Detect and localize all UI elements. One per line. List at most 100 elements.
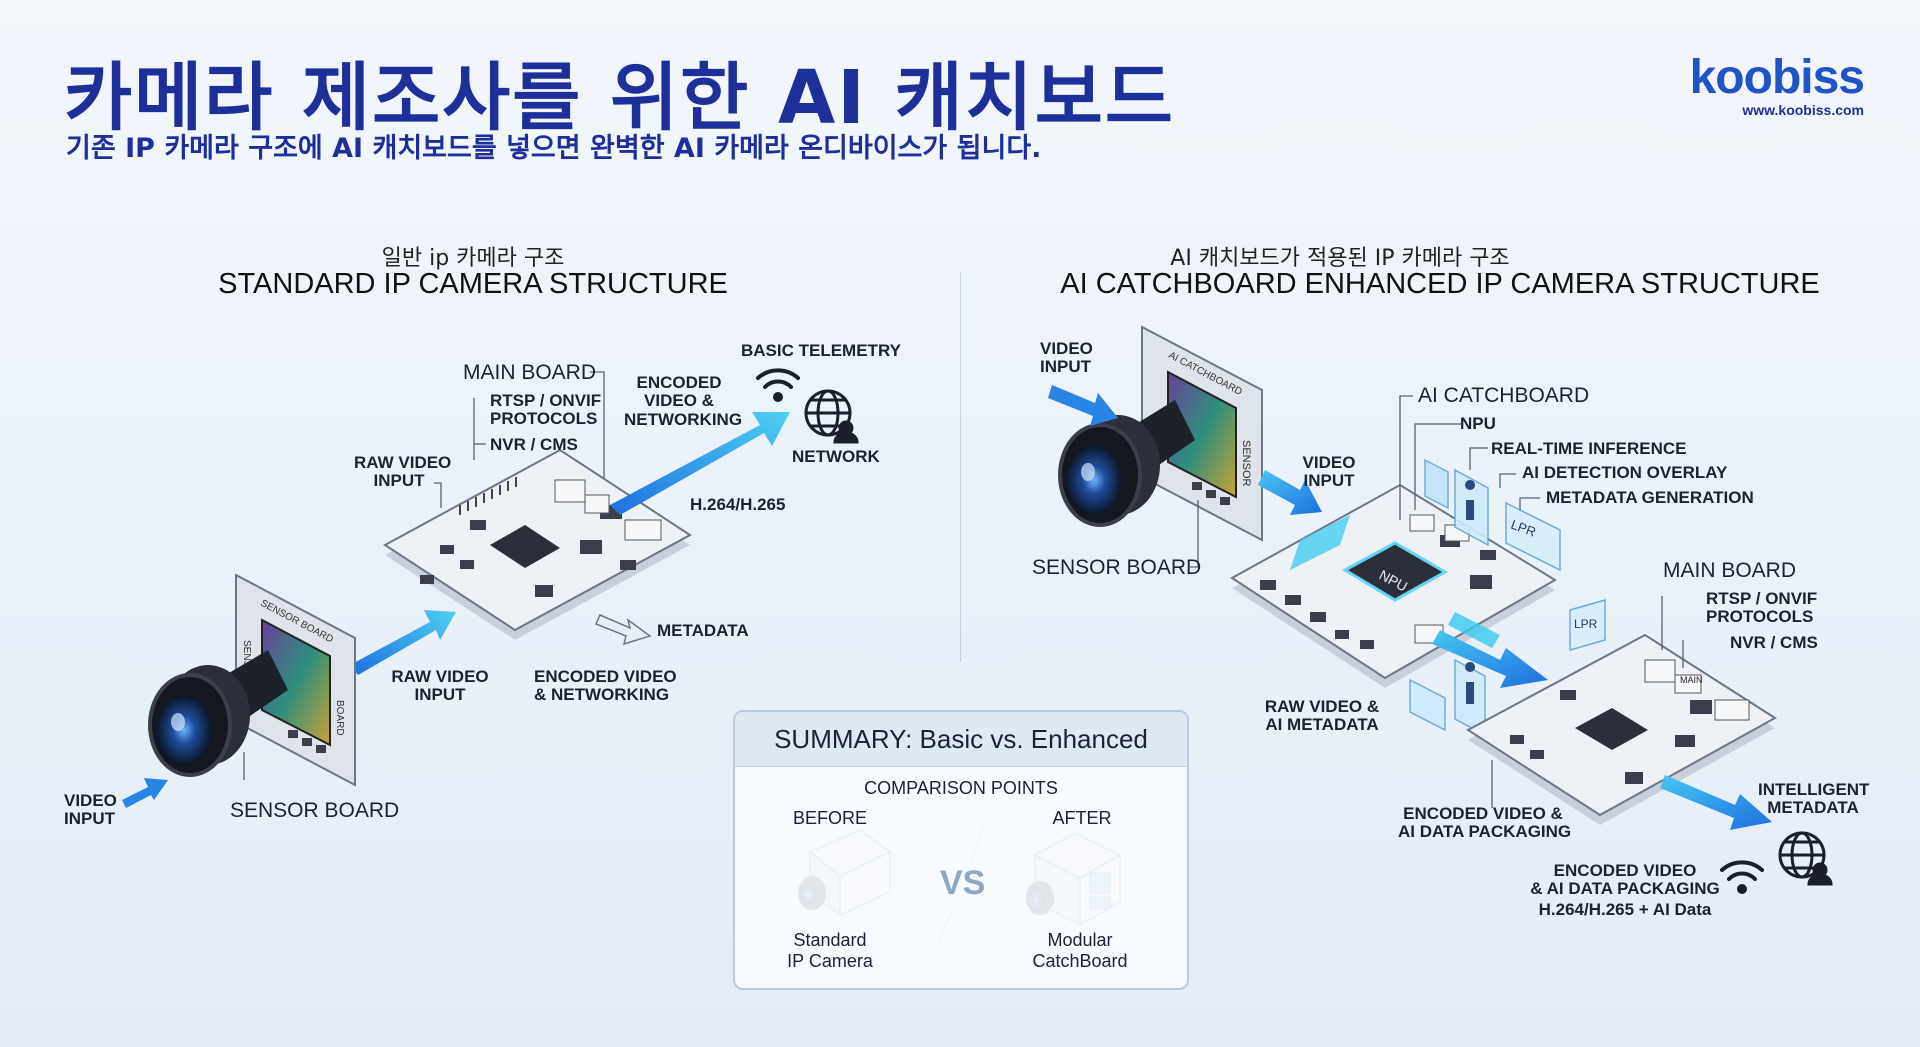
overlay-stripe (1448, 612, 1500, 648)
logo-url: www.koobiss.com (1742, 102, 1864, 118)
right-encpack-2: AI DATA PACKAGING (1398, 822, 1572, 842)
right-rtsp-label: RTSP / ONVIF PROTOCOLS (1706, 589, 1818, 627)
right-sensor-board-label: SENSOR BOARD (1032, 556, 1202, 579)
before-caption-2: IP Camera (787, 951, 873, 971)
basic-telemetry-label: BASIC TELEMETRY (741, 341, 901, 360)
right-title-ko: AI 캐치보드가 적용된 IP 카메라 구조 (1170, 246, 1510, 271)
left-title-ko: 일반 ip 카메라 구조 (381, 246, 565, 271)
left-enc-3: NETWORKING (624, 409, 743, 429)
realtime-inference-label: REAL-TIME INFERENCE (1491, 439, 1687, 458)
right-rawai-2: AI METADATA (1265, 715, 1379, 735)
page-title: 카메라 제조사를 위한 AI 캐치보드 (64, 55, 1175, 141)
catchboard-to-main-arrow (1432, 630, 1548, 688)
metadata-arrow (594, 614, 652, 646)
right-leader-lines (1190, 395, 1684, 808)
right-vi-1: VIDEO (1040, 339, 1093, 358)
left-rtsp-line2: PROTOCOLS (490, 409, 598, 429)
left-output-arrow (610, 412, 790, 515)
left-rtsp-line1: RTSP / ONVIF (490, 391, 602, 410)
section-divider (960, 272, 961, 662)
left-vi-2: INPUT (64, 809, 115, 829)
left-enc-bottom-1: ENCODED VIDEO (534, 667, 677, 686)
ai-catchboard-label: AI CATCHBOARD (1418, 384, 1590, 407)
metadata-generation-label: METADATA GENERATION (1546, 488, 1754, 507)
left-nvr-label: NVR / CMS (490, 435, 578, 454)
left-video-input-label: VIDEO INPUT (64, 791, 117, 829)
left-input-arrow (350, 610, 456, 675)
logo-name: koobiss (1689, 51, 1865, 104)
right-wifi-icon (1720, 860, 1764, 894)
modular-catchboard-caption: Modular CatchBoard (1010, 930, 1150, 972)
left-title-en: STANDARD IP CAMERA STRUCTURE (218, 268, 728, 300)
globe-network-icon (804, 389, 859, 444)
left-enc-2: VIDEO & (644, 391, 714, 411)
left-leader-lines (243, 371, 605, 780)
left-encoded-label: ENCODED VIDEO & NETWORKING (624, 373, 743, 429)
right-rawai-1: RAW VIDEO & (1264, 697, 1380, 716)
left-enc-1: ENCODED (636, 373, 722, 392)
right-globe-icon (1778, 831, 1833, 886)
right-nvr-label: NVR / CMS (1730, 633, 1818, 652)
after-caption-1: Modular (1047, 930, 1113, 950)
before-caption-1: Standard (793, 930, 867, 950)
chip-sensor-label: SENSOR (1240, 440, 1252, 487)
right-output-arrow (1660, 775, 1772, 830)
video-input-arrow (122, 778, 168, 808)
intelligent-metadata-label: INTELLIGENT METADATA (1758, 780, 1870, 818)
left-raw-top-2: INPUT (373, 471, 425, 491)
chip-main-label: MAIN (1680, 675, 1703, 685)
detection-overlay-panels: LPR LPR (1409, 458, 1606, 737)
standard-ip-camera-caption: Standard IP Camera (765, 930, 895, 972)
raw-video-ai-metadata-label: RAW VIDEO & AI METADATA (1262, 697, 1382, 735)
right-video-input-mid-label: VIDEO INPUT (1294, 453, 1364, 491)
vs-label: VS (940, 864, 986, 902)
wifi-icon (756, 368, 800, 402)
left-raw-video-top-label: RAW VIDEO INPUT (354, 453, 452, 491)
left-raw-top-1: RAW VIDEO (354, 453, 452, 472)
svg-text:SENSOR: SENSOR (241, 640, 252, 682)
left-metadata-label: METADATA (657, 621, 749, 640)
right-bottom-2: & AI DATA PACKAGING (1530, 879, 1720, 899)
right-main-board: MAIN (1466, 633, 1777, 825)
after-caption-2: CatchBoard (1032, 951, 1128, 971)
right-title-en: AI CATCHBOARD ENHANCED IP CAMERA STRUCTU… (1060, 268, 1820, 300)
comparison-points-label: COMPARISON POINTS (864, 778, 1058, 798)
left-raw-bottom-1: RAW VIDEO (391, 667, 489, 686)
detection-overlay-label: AI DETECTION OVERLAY (1522, 463, 1728, 482)
right-rtsp-1: RTSP / ONVIF (1706, 589, 1818, 608)
summary-panel: SUMMARY: Basic vs. Enhanced COMPARISON P… (733, 710, 1189, 990)
right-main-board-label: MAIN BOARD (1663, 559, 1797, 582)
right-rtsp-2: PROTOCOLS (1706, 607, 1814, 627)
right-intel-1: INTELLIGENT (1758, 780, 1870, 799)
after-label: AFTER (1052, 808, 1112, 828)
left-sensor-board: SENSOR BOARD BOARD SENSOR (235, 573, 356, 787)
right-bottom-3: H.264/H.265 + AI Data (1538, 899, 1712, 919)
left-encoded-bottom-label: ENCODED VIDEO & NETWORKING (534, 667, 677, 705)
right-intel-2: METADATA (1767, 798, 1859, 818)
lpr-badge2-label: LPR (1574, 617, 1598, 631)
right-video-input-arrow (1048, 385, 1118, 426)
right-bottom-caption: ENCODED VIDEO & AI DATA PACKAGING H.264/… (1530, 861, 1720, 919)
right-vi-2: INPUT (1040, 357, 1091, 377)
right-vim-1: VIDEO (1302, 453, 1356, 472)
left-rtsp-label: RTSP / ONVIF PROTOCOLS (490, 391, 602, 429)
right-encpack-1: ENCODED VIDEO & (1403, 804, 1563, 823)
left-enc-bottom-2: & NETWORKING (534, 685, 670, 705)
npu-label: NPU (1460, 414, 1496, 433)
logo: koobiss www.koobiss.com (1689, 51, 1865, 119)
left-raw-bottom-2: INPUT (414, 685, 466, 705)
left-network-label: NETWORK (792, 447, 880, 466)
encoded-packaging-label: ENCODED VIDEO & AI DATA PACKAGING (1398, 804, 1572, 842)
right-video-input-label: VIDEO INPUT (1040, 339, 1093, 377)
left-codec-label: H.264/H.265 (690, 495, 786, 514)
right-sensor-board: AI CATCHBOARD SENSOR (1141, 325, 1263, 542)
right-sensor-to-catchboard-arrow (1258, 470, 1322, 515)
right-camera-lens (1058, 400, 1195, 527)
svg-text:BOARD: BOARD (334, 700, 345, 736)
left-main-board-label: MAIN BOARD (463, 361, 597, 384)
left-camera-lens (148, 650, 288, 777)
left-raw-video-bottom-label: RAW VIDEO INPUT (390, 667, 490, 705)
before-label: BEFORE (792, 808, 867, 828)
right-bottom-1: ENCODED VIDEO (1553, 861, 1697, 880)
page-subtitle: 기존 IP 카메라 구조에 AI 캐치보드를 넣으면 완벽한 AI 카메라 온디… (66, 133, 1042, 164)
